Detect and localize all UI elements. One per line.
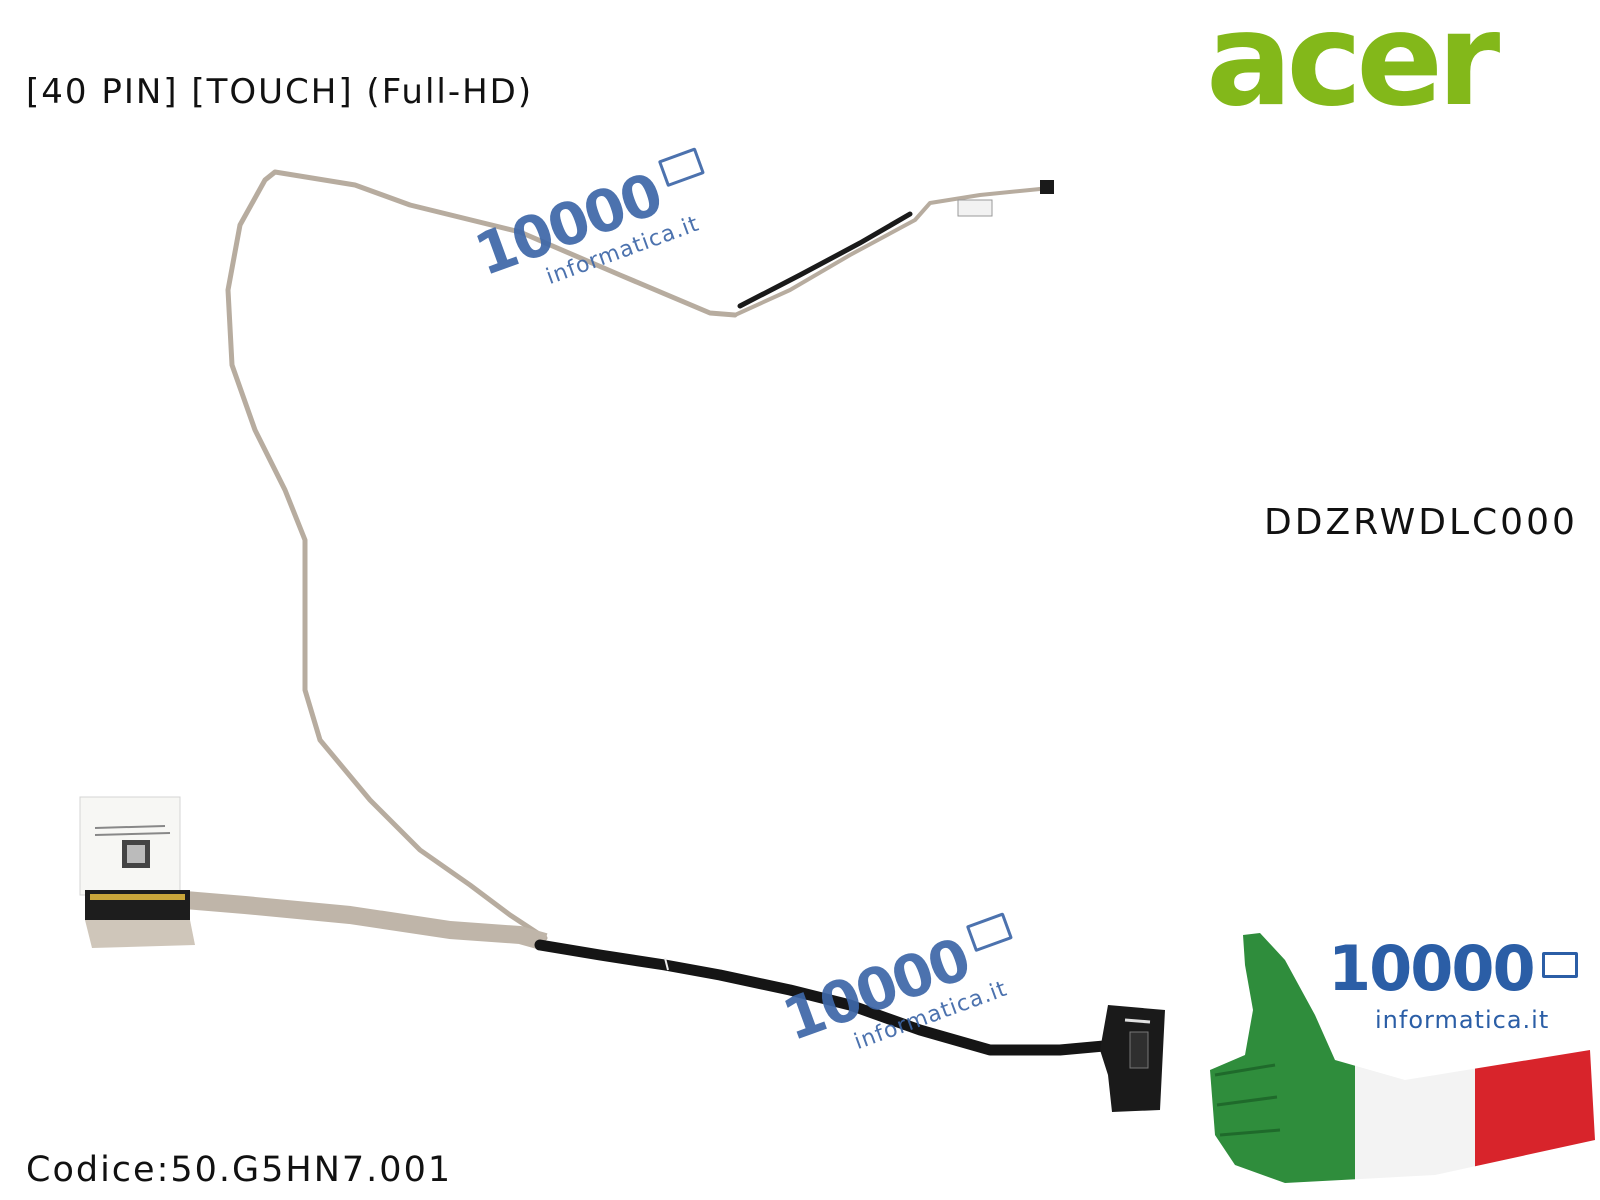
camera-plug [1040,180,1054,194]
product-code: Codice:50.G5HN7.001 [26,1150,453,1190]
part-number: DDZRWDLC000 [1264,502,1578,543]
cable-black-top-segment [737,211,913,309]
left-connector-flap [85,920,195,948]
acer-logo: acer [1206,12,1506,122]
camera-connector [957,199,993,217]
badge-number: 10000 [1328,932,1536,1005]
thumbs-up-icon [1210,933,1595,1183]
left-connector-qr-inner [127,845,145,863]
cable-grey-top-segment [734,186,1051,317]
cable-grey-segment [225,169,738,941]
laptop-icon [1542,952,1578,978]
cable-black-bottom [534,939,1121,1056]
svg-text:acer: acer [1206,12,1500,122]
badge-domain: informatica.it [1375,1006,1550,1034]
spec-title: [40 PIN] [TOUCH] (Full-HD) [26,72,534,112]
ribbon-flat [184,891,548,951]
